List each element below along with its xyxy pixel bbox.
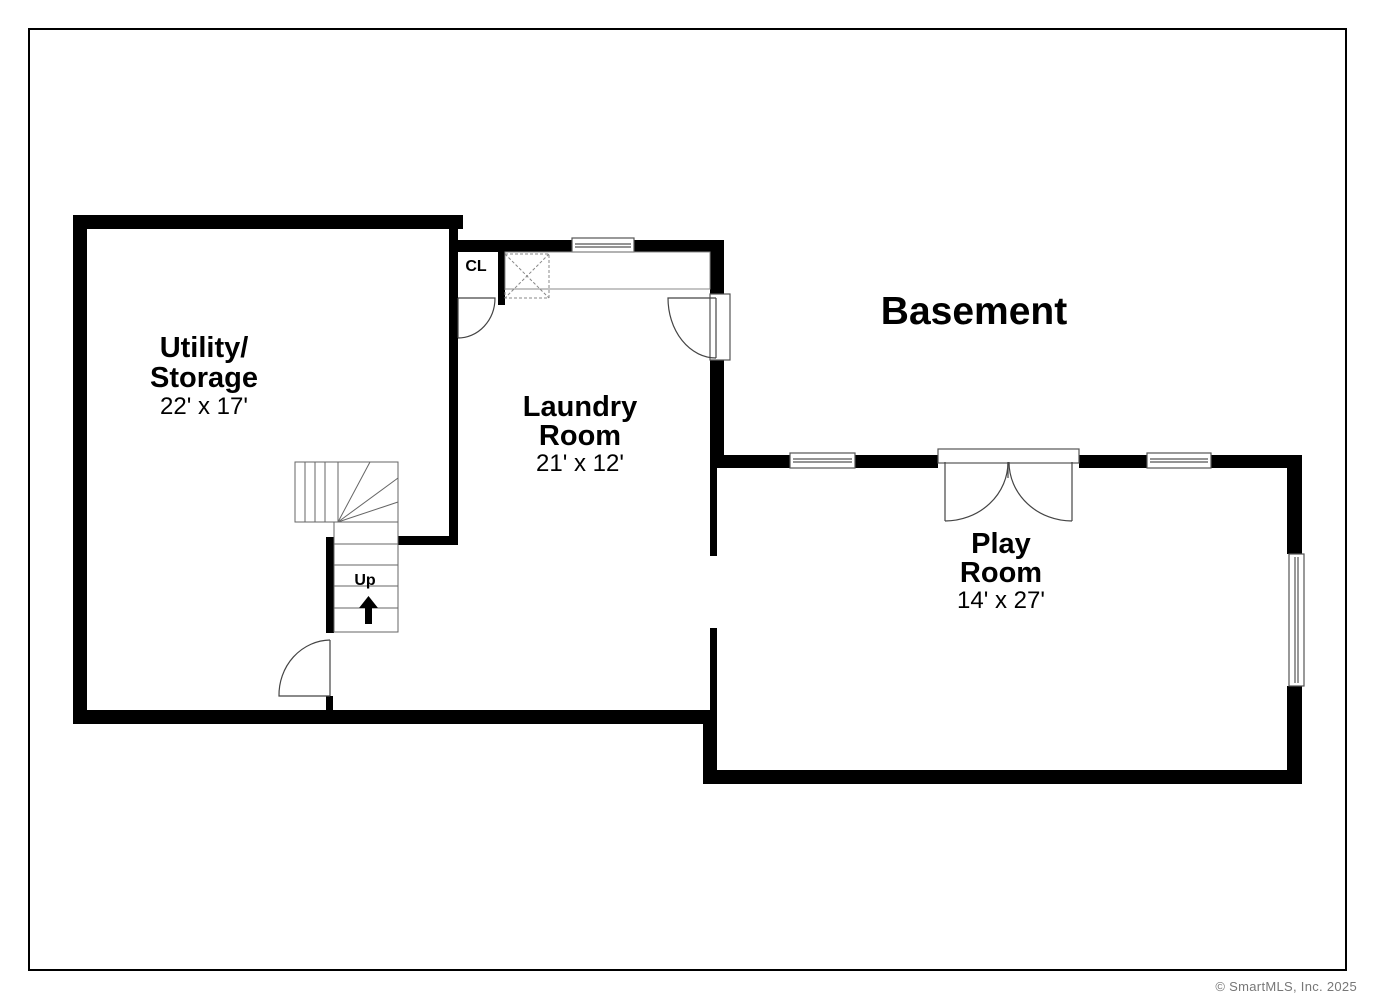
closet-door — [457, 297, 496, 339]
room-laundry: Laundry Room 21' x 12' — [523, 391, 637, 477]
fixtures — [294, 251, 711, 633]
page-frame — [28, 28, 1347, 971]
copyright-notice: © SmartMLS, Inc. 2025 — [1215, 979, 1357, 994]
play-north-wall-a — [710, 455, 790, 468]
closet-label: CL — [465, 258, 487, 275]
laundry-north-wall-b — [634, 240, 724, 252]
room-name-line-2: Room — [539, 420, 621, 452]
room-name-line-1: Utility/ — [160, 332, 249, 364]
room-name-line-1: Laundry — [523, 391, 637, 423]
utility-door — [278, 639, 331, 697]
room-dimensions: 21' x 12' — [536, 450, 624, 477]
stairs — [294, 461, 399, 633]
laundry-door — [667, 297, 717, 359]
play-south-wall — [703, 770, 1302, 784]
play-window-side — [1288, 553, 1305, 687]
play-east-wall-b — [1287, 686, 1302, 784]
laundry-east-wall-b — [710, 360, 724, 468]
laundry-counter — [504, 251, 711, 290]
floor-title: Basement — [881, 290, 1067, 333]
play-north-wall-d — [1211, 455, 1302, 468]
doors — [278, 297, 1073, 697]
room-name-line-1: Play — [971, 528, 1031, 560]
opening-jamb-bottom — [710, 628, 717, 724]
room-utility: Utility/ Storage 22' x 17' — [150, 332, 258, 420]
utility-east-wall — [449, 215, 458, 545]
room-name-line-2: Storage — [150, 362, 258, 394]
opening-jamb-top — [710, 468, 717, 556]
stair-enclosure-wall — [398, 536, 458, 545]
play-window-west — [789, 452, 856, 469]
laundry-chute — [504, 253, 550, 299]
play-west-wall — [703, 710, 717, 784]
play-north-wall-c — [1079, 455, 1147, 468]
laundry-door-frame — [709, 293, 731, 361]
windows — [571, 237, 1305, 687]
stair-side-wall — [326, 537, 334, 633]
room-dimensions: 22' x 17' — [160, 393, 248, 420]
utility-west-wall — [73, 215, 87, 724]
closet-wall — [498, 252, 505, 305]
laundry-north-wall-a — [456, 240, 572, 252]
play-north-wall-b — [855, 455, 938, 468]
south-wall — [73, 710, 717, 724]
utility-north-wall — [73, 215, 463, 229]
play-window-east — [1146, 452, 1212, 469]
door-jamb — [326, 696, 333, 712]
laundry-window — [571, 237, 635, 253]
play-east-wall-a — [1287, 455, 1302, 554]
stairs-up-arrow-icon — [359, 596, 378, 624]
room-play: Play Room 14' x 27' — [957, 528, 1045, 614]
laundry-east-wall-a — [710, 240, 724, 294]
play-double-door-frame — [937, 448, 1080, 464]
play-double-door — [944, 461, 1073, 522]
room-dimensions: 14' x 27' — [957, 587, 1045, 614]
room-name-line-2: Room — [960, 557, 1042, 589]
stairs-label: Up — [354, 572, 376, 589]
walls — [73, 215, 1302, 784]
